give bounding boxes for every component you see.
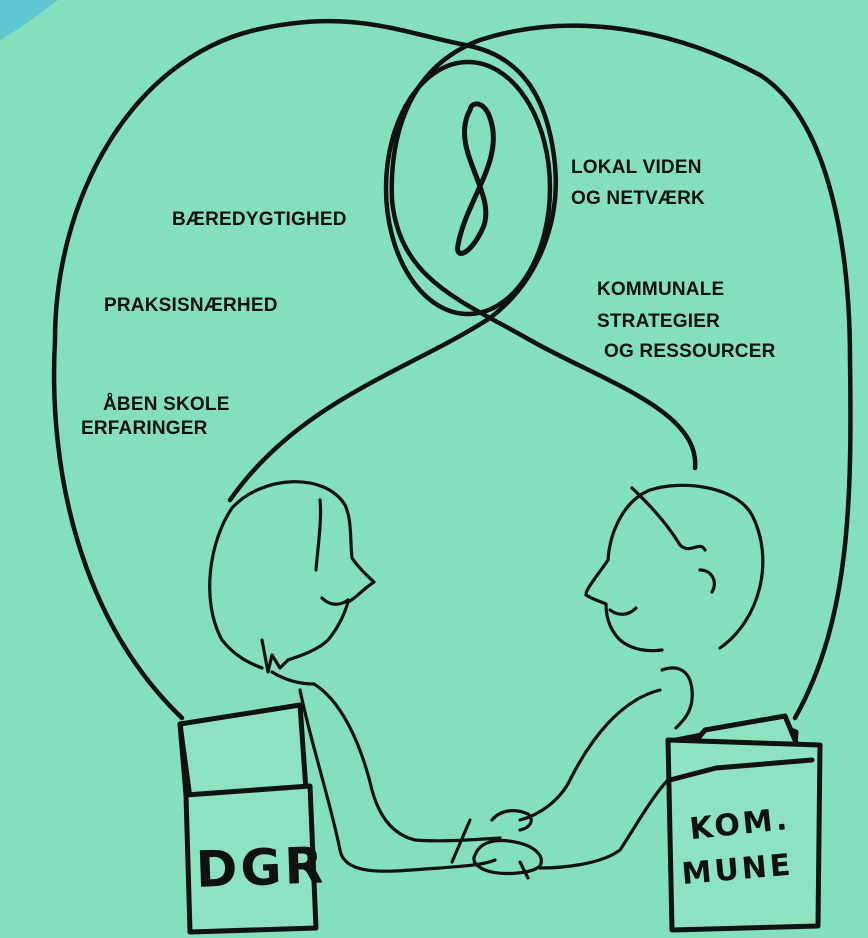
kommune-sign	[665, 713, 823, 933]
corner-accent	[0, 0, 58, 40]
dgr-sign	[177, 702, 319, 935]
handshake	[450, 809, 543, 880]
label-praksisnaerhed: PRAKSISNÆRHED	[104, 295, 278, 316]
label-strategier: STRATEGIER	[597, 311, 721, 332]
infinity-eight-icon	[455, 101, 496, 256]
dgr-sign-text: DGR	[195, 836, 327, 899]
label-og-ressourcer: OG RESSOURCER	[604, 341, 776, 362]
label-og-netvaerk: OG NETVÆRK	[571, 188, 705, 209]
right-person	[518, 483, 765, 870]
label-lokal-viden: LOKAL VIDEN	[571, 157, 702, 178]
left-person	[208, 480, 502, 873]
label-baeredygtighed: BÆREDYGTIGHED	[172, 209, 347, 230]
left-loop	[51, 18, 558, 721]
label-aaben-skole-line1: ÅBEN SKOLE	[103, 394, 230, 415]
label-kommunale: KOMMUNALE	[597, 279, 725, 300]
center-circle	[383, 59, 553, 317]
right-loop	[389, 23, 853, 721]
label-aaben-skole-line2: ERFARINGER	[81, 418, 208, 439]
